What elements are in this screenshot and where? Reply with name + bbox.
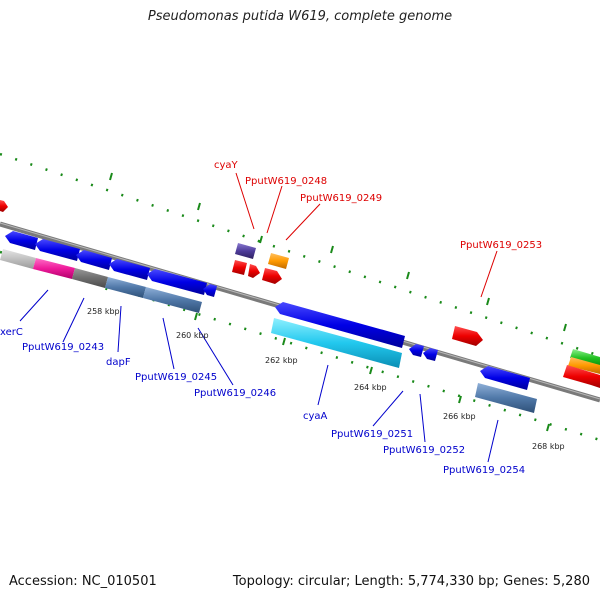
gene-label-0251: PputW619_0251 [331, 429, 413, 440]
gene-label-0245: PputW619_0245 [135, 372, 217, 383]
genome-summary-text: Topology: circular; Length: 5,774,330 bp… [232, 574, 590, 589]
feature-red-1 [232, 260, 247, 275]
feature-orange-edge [568, 357, 600, 374]
gene-labels-bottom: xerC PputW619_0243 dapF PputW619_0245 Pp… [0, 327, 525, 476]
leader-lines-bottom [19, 289, 499, 463]
gene-label-cyaY: cyaY [214, 160, 239, 171]
feature-0246 [143, 287, 202, 313]
feature-row1-b [35, 239, 80, 261]
gene-label-dapF: dapF [106, 357, 131, 368]
feature-row1-a [5, 231, 38, 250]
feature-0245 [105, 277, 146, 298]
feature-0253 [452, 326, 483, 346]
gene-label-0246: PputW619_0246 [194, 388, 276, 399]
feature-green-edge [570, 349, 600, 367]
gene-label-0254: PputW619_0254 [443, 465, 525, 476]
feature-0252-a [409, 344, 424, 357]
leader-lines-top [235, 172, 498, 298]
tick-label-260: 260 kbp [176, 331, 209, 340]
tick-label-266: 266 kbp [443, 412, 476, 421]
tick-label-262: 262 kbp [265, 356, 298, 365]
gene-labels-top: cyaY PputW619_0248 PputW619_0249 PputW61… [214, 160, 542, 251]
gene-label-0253: PputW619_0253 [460, 240, 542, 251]
feature-0251-big [275, 302, 405, 348]
feature-row1-f [203, 284, 217, 297]
feature-red-2 [248, 264, 260, 278]
feature-0248 [268, 253, 289, 269]
feature-row1-c [76, 250, 112, 270]
feature-red-edge [0, 200, 8, 212]
feature-0249 [262, 268, 282, 284]
feature-cyaY [235, 243, 256, 259]
feature-xerC [0, 249, 36, 269]
tick-label-264: 264 kbp [354, 383, 387, 392]
feature-0252-b [423, 348, 438, 361]
feature-row1-d [109, 259, 150, 280]
map-title: Pseudomonas putida W619, complete genome [147, 9, 453, 24]
gene-label-cyaA: cyaA [303, 411, 328, 422]
major-ticks [105, 172, 567, 432]
feature-dapF [72, 268, 108, 288]
feature-0254-b [475, 383, 537, 413]
features-forward [0, 200, 600, 388]
gene-label-0243: PputW619_0243 [22, 342, 104, 353]
features-reverse [0, 231, 537, 413]
gene-label-0252: PputW619_0252 [383, 445, 465, 456]
tick-label-268: 268 kbp [532, 442, 565, 451]
feature-row1-e [147, 269, 207, 295]
gene-label-0249: PputW619_0249 [300, 193, 382, 204]
feature-0243 [33, 258, 75, 279]
tick-labels: 258 kbp 260 kbp 262 kbp 264 kbp 266 kbp … [87, 307, 565, 451]
gene-label-xerC: xerC [0, 327, 23, 338]
accession-text: Accession: NC_010501 [9, 574, 157, 589]
tick-label-258: 258 kbp [87, 307, 120, 316]
feature-cyaA [271, 318, 402, 368]
feature-red-edge-2 [563, 365, 600, 388]
gene-label-0248: PputW619_0248 [245, 176, 327, 187]
feature-0254-a [480, 366, 530, 390]
